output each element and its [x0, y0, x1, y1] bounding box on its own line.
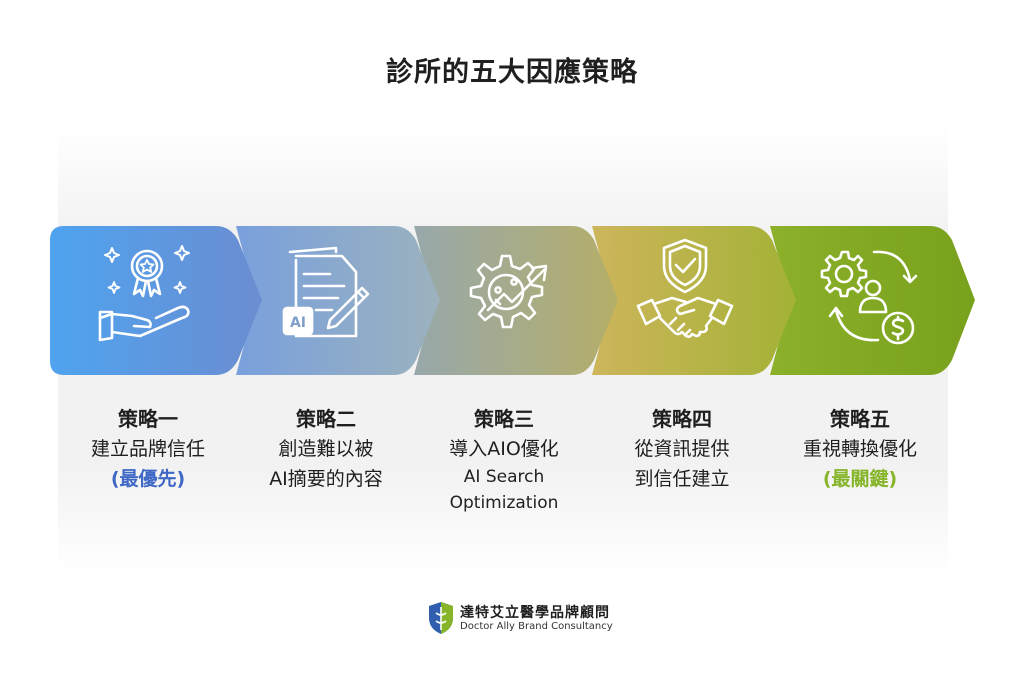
strategy-line: AI摘要的內容 — [269, 468, 383, 490]
strategy-head: 策略五 — [830, 407, 890, 431]
strategy-label-4: 策略四 從資訊提供 到信任建立 — [592, 404, 772, 494]
shield-handshake-icon — [630, 232, 740, 356]
page-title: 診所的五大因應策略 — [386, 57, 638, 88]
conversion-cycle-icon — [818, 232, 928, 356]
chevron-2 — [236, 226, 440, 375]
strategy-line: 從資訊提供 — [634, 438, 730, 460]
strategy-label-2: 策略二 創造難以被 AI摘要的內容 — [236, 404, 416, 494]
strategy-head: 策略三 — [474, 407, 534, 431]
strategy-line: 創造難以被 — [278, 438, 374, 460]
strategy-head: 策略四 — [652, 407, 712, 431]
strategy-label-5: 策略五 重視轉換優化 (最關鍵) — [770, 404, 950, 494]
chevron-5 — [770, 226, 975, 375]
brand-name-en: Doctor Ally Brand Consultancy — [460, 621, 613, 632]
strategy-head: 策略一 — [118, 407, 178, 431]
shield-crest-logo-icon — [429, 602, 453, 634]
strategy-line: AI Search — [463, 467, 545, 487]
priority-note: (最優先) — [110, 468, 186, 490]
svg-text:AI: AI — [290, 315, 306, 331]
chevron-3 — [414, 226, 618, 375]
strategy-line: Optimization — [449, 493, 559, 513]
strategy-line: 建立品牌信任 — [90, 438, 205, 460]
strategy-line: 重視轉換優化 — [802, 438, 917, 460]
award-hand-icon — [92, 232, 202, 356]
strategy-line: 到信任建立 — [634, 468, 730, 490]
brand-name-zh: 達特艾立醫學品牌顧問 — [460, 605, 610, 621]
gear-growth-arrow-icon — [452, 232, 562, 356]
strategy-line: 導入AIO優化 — [449, 438, 559, 460]
priority-note: (最關鍵) — [822, 468, 898, 490]
strategy-label-3: 策略三 導入AIO優化 AI Search Optimization — [414, 404, 594, 516]
chevron-1 — [50, 226, 262, 375]
strategy-label-1: 策略一 建立品牌信任 (最優先) — [58, 404, 238, 494]
brand-logo: 達特艾立醫學品牌顧問 Doctor Ally Brand Consultancy — [428, 601, 628, 637]
ai-document-pen-icon: AI — [270, 232, 380, 356]
strategy-head: 策略二 — [296, 407, 356, 431]
